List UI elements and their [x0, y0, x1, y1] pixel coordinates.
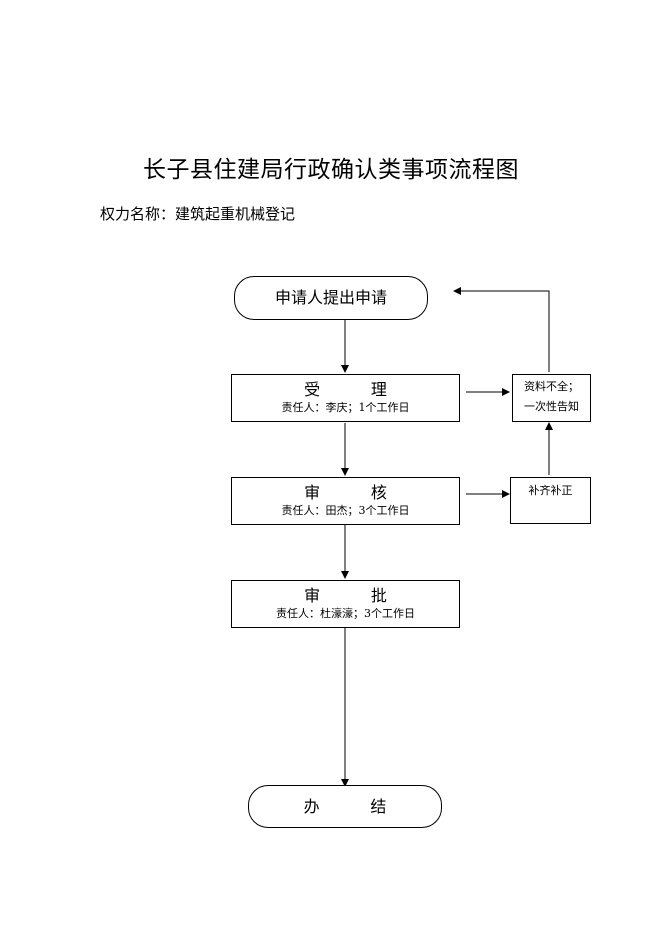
- accept-node-responsible: 责任人：李庆；1个工作日: [281, 401, 410, 414]
- power-name-line: 权力名称：建筑起重机械登记: [100, 203, 295, 224]
- power-name-label: 权力名称：: [100, 205, 176, 223]
- start-node: 申请人提出申请: [234, 276, 428, 320]
- start-node-label: 申请人提出申请: [274, 288, 387, 307]
- approve-node: 审 批 责任人：杜濠濠；3个工作日: [231, 580, 460, 628]
- incomplete-materials-box: 资料不全； 一次性告知: [512, 374, 591, 422]
- incomplete-line-1: 资料不全；: [524, 380, 579, 393]
- accept-node: 受 理 责任人：李庆；1个工作日: [231, 374, 460, 422]
- supplement-label: 补齐补正: [528, 484, 573, 497]
- incomplete-line-2: 一次性告知: [524, 400, 579, 413]
- supplement-box: 补齐补正: [510, 477, 591, 524]
- accept-node-title: 受 理: [304, 380, 387, 399]
- approve-node-responsible: 责任人：杜濠濠；3个工作日: [276, 607, 415, 620]
- page-title: 长子县住建局行政确认类事项流程图: [143, 157, 519, 183]
- review-node: 审 核 责任人：田杰；3个工作日: [231, 477, 460, 525]
- approve-node-title: 审 批: [304, 586, 387, 605]
- review-node-responsible: 责任人：田杰；3个工作日: [281, 504, 410, 517]
- end-node: 办 结: [248, 785, 442, 828]
- end-node-label: 办 结: [303, 796, 387, 816]
- power-name-value: 建筑起重机械登记: [175, 205, 296, 223]
- arrow-incomplete-to-start: [453, 287, 550, 372]
- review-node-title: 审 核: [304, 483, 387, 502]
